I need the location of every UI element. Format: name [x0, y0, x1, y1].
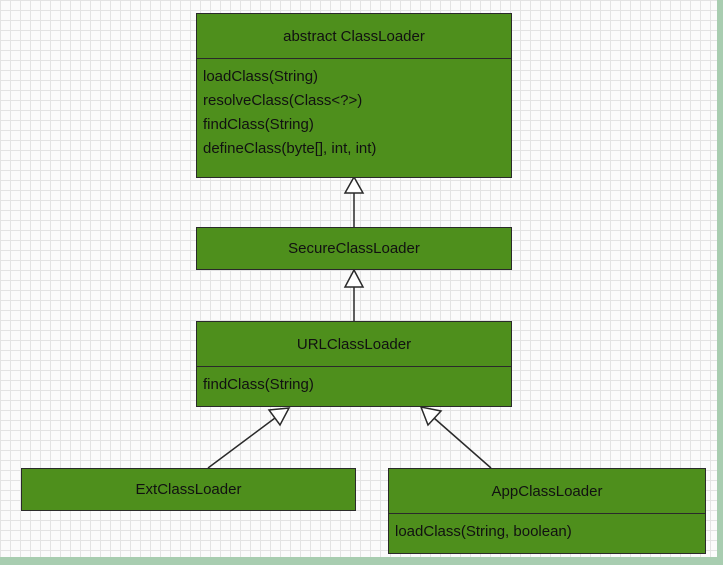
method-item: loadClass(String, boolean) [395, 523, 572, 540]
method-item: findClass(String) [203, 376, 314, 393]
class-extclassloader[interactable]: ExtClassLoader [21, 468, 356, 511]
diagram-canvas: abstract ClassLoader loadClass(String) r… [0, 0, 717, 557]
class-secureclassloader[interactable]: SecureClassLoader [196, 227, 512, 270]
inheritance-links [207, 175, 492, 469]
method-item: defineClass(byte[], int, int) [203, 140, 377, 157]
method-item: resolveClass(Class<?>) [203, 92, 363, 109]
inheritance-arrow-icon [419, 405, 443, 427]
class-title: ExtClassLoader [135, 481, 242, 498]
class-classloader[interactable]: abstract ClassLoader loadClass(String) r… [196, 13, 512, 178]
class-urlclassloader[interactable]: URLClassLoader findClass(String) [196, 321, 512, 407]
link-ext-to-url [207, 417, 276, 469]
class-title: SecureClassLoader [288, 240, 420, 257]
class-methods: loadClass(String) resolveClass(Class<?>)… [197, 58, 511, 177]
inheritance-arrow-icon [343, 175, 365, 194]
inheritance-arrow-icon [267, 407, 291, 427]
inheritance-arrow-icon [343, 268, 365, 288]
class-title: abstract ClassLoader [283, 27, 425, 45]
method-item: findClass(String) [203, 116, 314, 133]
method-item: loadClass(String) [203, 68, 319, 85]
class-title: URLClassLoader [296, 335, 412, 353]
class-title: AppClassLoader [491, 482, 603, 500]
link-app-to-url [433, 417, 492, 469]
class-appclassloader[interactable]: AppClassLoader loadClass(String, boolean… [388, 468, 706, 554]
class-methods: loadClass(String, boolean) [389, 513, 705, 553]
class-methods: findClass(String) [197, 366, 511, 406]
